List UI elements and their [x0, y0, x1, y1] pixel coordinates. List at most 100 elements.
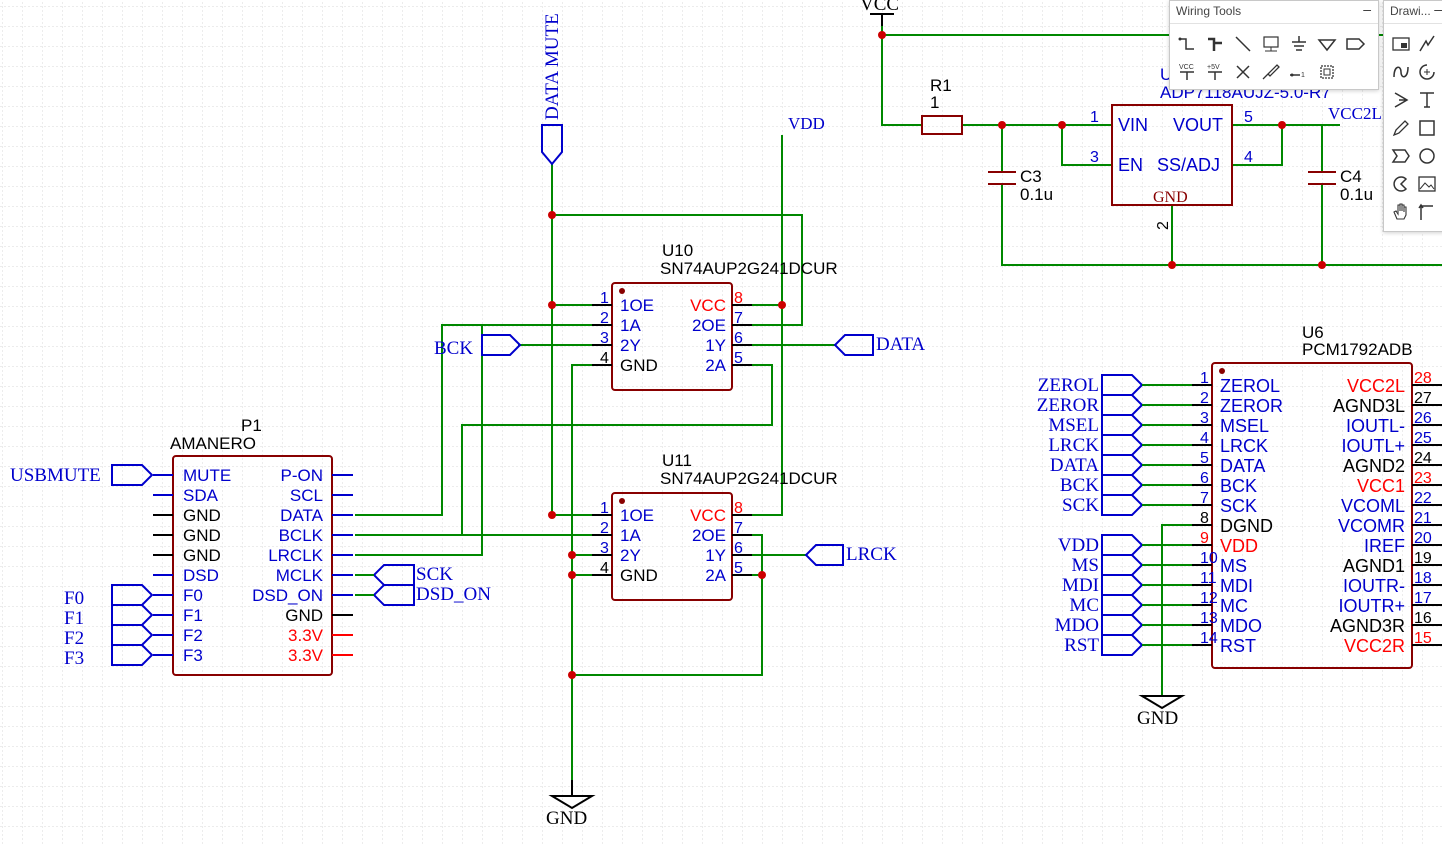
u10-pin-name: 1OE [620, 296, 654, 315]
wiring-tools-header[interactable]: Wiring Tools – [1170, 1, 1378, 24]
line-tool-icon[interactable] [1416, 33, 1438, 55]
text-tool-icon[interactable] [1416, 89, 1438, 111]
wire-tool-icon[interactable] [1176, 33, 1198, 55]
f1-port[interactable] [111, 604, 154, 626]
u6-pin-name: RST [1220, 636, 1256, 656]
image-tool-icon[interactable] [1390, 33, 1412, 55]
u6-net-label: MDI [1062, 575, 1099, 596]
dimension-tool-icon[interactable] [1416, 201, 1438, 223]
u6-net-port[interactable] [1101, 374, 1144, 396]
p1-pin-name: LRCLK [268, 546, 323, 565]
lrck-port[interactable] [804, 544, 844, 566]
f0-port[interactable] [111, 584, 154, 606]
circle-arc-tool-icon[interactable] [1416, 61, 1438, 83]
drawing-tools-minimize-button[interactable]: – [1434, 1, 1442, 17]
u6-pin-name: VCC1 [1357, 476, 1405, 496]
u11-pin-name: 1A [620, 526, 641, 545]
p1-pin-name: GND [285, 606, 323, 625]
pan-tool-icon[interactable] [1390, 201, 1412, 223]
bus-tool-icon[interactable] [1204, 33, 1226, 55]
group-tool-icon[interactable] [1316, 61, 1338, 83]
arrow-tool-icon[interactable] [1390, 89, 1412, 111]
u6-net-port[interactable] [1101, 614, 1144, 636]
freehand-tool-icon[interactable] [1390, 117, 1412, 139]
u6-net-port[interactable] [1101, 494, 1144, 516]
probe-tool-icon[interactable] [1260, 61, 1282, 83]
u6-pin-number: 4 [1200, 430, 1209, 447]
u11-pin-name: 2A [705, 566, 726, 585]
u10-pin-name: 2A [705, 356, 726, 375]
drawing-tools-header[interactable]: Drawi... – [1384, 1, 1442, 24]
u6-pin-name: ZEROL [1220, 376, 1280, 396]
pie-tool-icon[interactable] [1390, 173, 1412, 195]
data-port[interactable] [833, 334, 874, 356]
sck-label: SCK [416, 564, 453, 585]
reg-num-vout: 5 [1244, 109, 1253, 126]
capacitor-c4[interactable]: C4 0.1u [1308, 167, 1373, 204]
wiring-tools-minimize-button[interactable]: – [1363, 1, 1371, 17]
reg-num-ss: 4 [1244, 149, 1253, 166]
u6-pin-name: AGND2 [1343, 456, 1405, 476]
u6-part: PCM1792ADB [1302, 340, 1413, 359]
gnd-main-label: GND [546, 808, 587, 829]
bck-port[interactable] [481, 334, 522, 356]
u6-pin-number: 2 [1200, 390, 1209, 407]
u6-pin-number: 19 [1414, 550, 1432, 567]
dsd-on-port[interactable] [372, 584, 415, 606]
net-port-tool-icon[interactable] [1316, 33, 1338, 55]
net-flag-tool-icon[interactable] [1344, 33, 1366, 55]
plus5v-flag-tool-icon[interactable]: +5V [1204, 61, 1226, 83]
data-mute-port[interactable] [541, 124, 563, 166]
p1-ref: P1 [241, 416, 262, 435]
u6-net-port[interactable] [1101, 414, 1144, 436]
u6-pin-number: 24 [1414, 450, 1432, 467]
p1-pin-name: 3.3V [288, 646, 324, 665]
u10-part: SN74AUP2G241DCUR [660, 259, 838, 278]
bus-entry-tool-icon[interactable] [1232, 33, 1254, 55]
u11-pin-number: 7 [734, 520, 743, 537]
u6-pin-number: 14 [1200, 630, 1218, 647]
u6-net-port[interactable] [1101, 634, 1144, 656]
sck-port[interactable] [372, 564, 415, 586]
picture-tool-icon[interactable] [1416, 173, 1438, 195]
u6-net-port[interactable] [1101, 574, 1144, 596]
no-connect-tool-icon[interactable] [1232, 61, 1254, 83]
pin-tool-icon[interactable]: 1 [1288, 61, 1310, 83]
f3-port[interactable] [111, 644, 154, 666]
u6-pin-number: 15 [1414, 630, 1432, 647]
u6-net-port[interactable] [1101, 454, 1144, 476]
p1-pin-name: F0 [183, 586, 203, 605]
arc-tool-icon[interactable] [1390, 61, 1412, 83]
u6-net-port[interactable] [1101, 474, 1144, 496]
p1-pin-name: SCL [290, 486, 323, 505]
rectangle-tool-icon[interactable] [1416, 117, 1438, 139]
u6-net-port[interactable] [1101, 554, 1144, 576]
resistor-r1[interactable]: R1 1 [921, 76, 963, 135]
u6-net-port[interactable] [1101, 394, 1144, 416]
u6-net-label: ZEROL [1038, 375, 1099, 396]
u6-net-label: MSEL [1048, 415, 1099, 436]
polygon-tool-icon[interactable] [1390, 145, 1412, 167]
u6-net-port[interactable] [1101, 534, 1144, 556]
u10-pin-number: 6 [734, 330, 743, 347]
u6-net-port[interactable] [1101, 594, 1144, 616]
u11-pin-number: 6 [734, 540, 743, 557]
circle-tool-icon[interactable] [1416, 145, 1438, 167]
f2-port[interactable] [111, 624, 154, 646]
u6-net-port[interactable] [1101, 434, 1144, 456]
drawing-tools-title: Drawi... [1390, 4, 1431, 18]
svg-text:VCC: VCC [1179, 64, 1194, 71]
u6-pin-name: BCK [1220, 476, 1257, 496]
connector-p1-amanero[interactable]: P1 AMANERO MUTESDAGNDGNDGNDDSDF0F1F2F3P-… [153, 416, 353, 676]
u6-pin-number: 3 [1200, 410, 1209, 427]
ground-tool-icon[interactable] [1288, 33, 1310, 55]
usbmute-port[interactable] [111, 464, 154, 486]
reg-pin-en: EN [1118, 155, 1143, 175]
capacitor-c3[interactable]: C3 0.1u [988, 167, 1053, 204]
vcc-flag-tool-icon[interactable]: VCC [1176, 61, 1198, 83]
net-label-tool-icon[interactable] [1260, 33, 1282, 55]
